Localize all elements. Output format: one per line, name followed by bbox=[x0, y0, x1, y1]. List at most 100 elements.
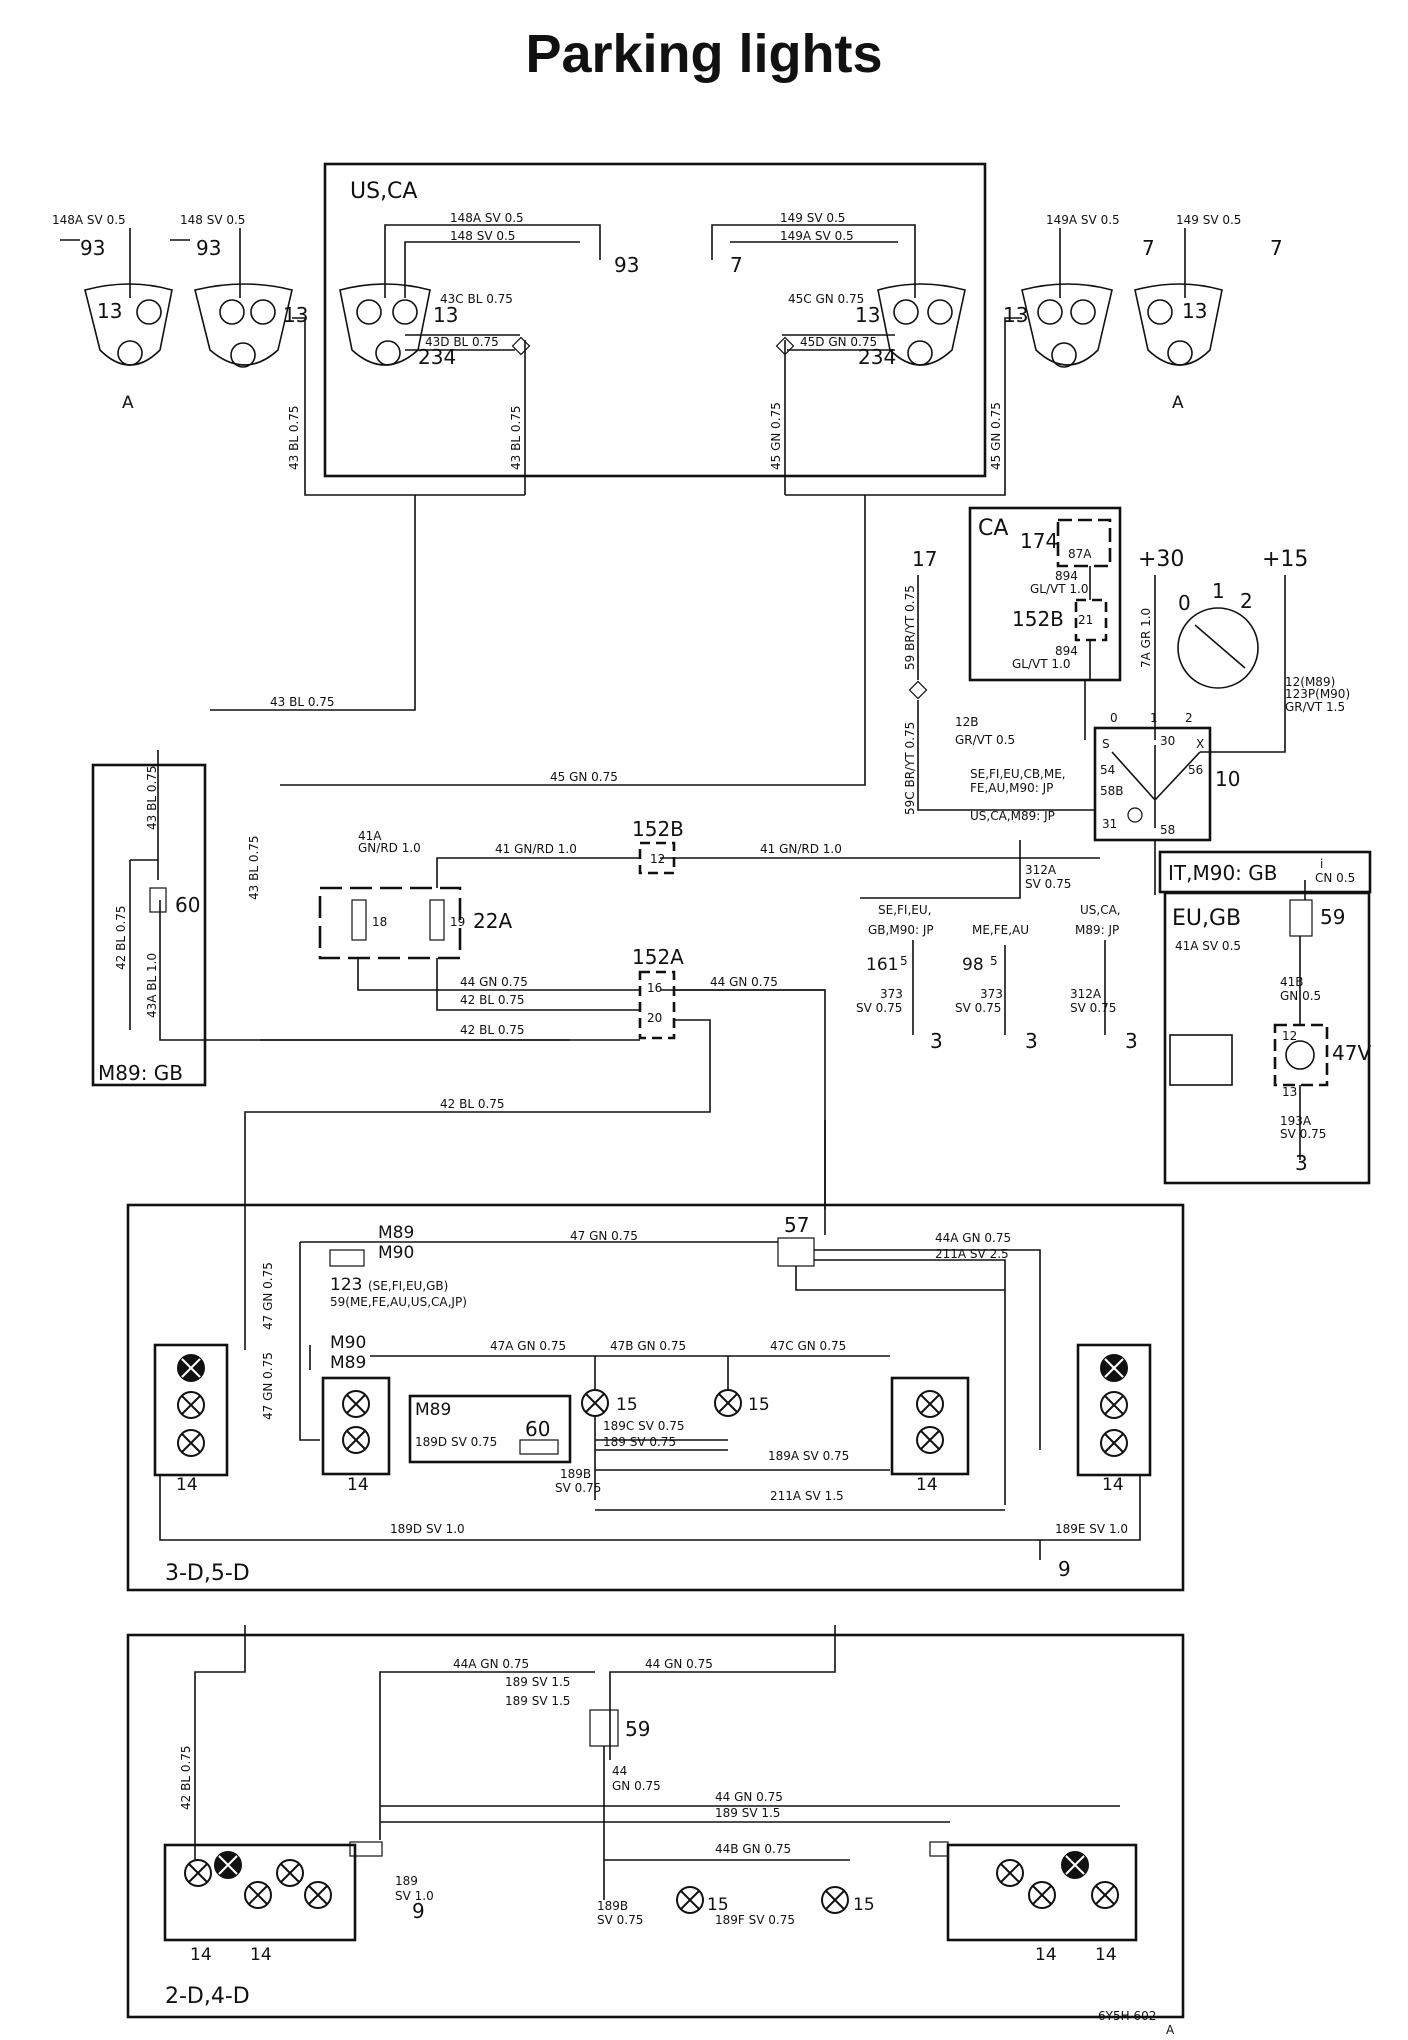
lamp-14: 14 bbox=[1035, 1945, 1057, 1965]
wire-label: 189 SV 1.5 bbox=[505, 1694, 570, 1708]
bulb-icon bbox=[927, 299, 953, 325]
m89-label-b: M89 bbox=[330, 1353, 366, 1373]
light-switch-10-label: 10 bbox=[1215, 767, 1240, 791]
lamp-15: 15 bbox=[748, 1395, 770, 1415]
wire-label: 41 GN/RD 1.0 bbox=[495, 842, 577, 856]
bulb-icon bbox=[1051, 342, 1077, 368]
center-connectors: 18 19 22A 41A GN/RD 1.0 41 GN/RD 1.0 41 … bbox=[244, 817, 1100, 1350]
region-note: SE,FI,EU, bbox=[878, 903, 931, 917]
wire-label: 189 SV 0.75 bbox=[603, 1435, 676, 1449]
wire-label-vertical: 59C BR/YT 0.75 bbox=[903, 722, 917, 815]
wire-label: 373 bbox=[880, 987, 903, 1001]
connector-189-right bbox=[929, 1841, 949, 1857]
connector-60 bbox=[519, 1439, 559, 1455]
m89-gb-box bbox=[91, 763, 207, 1087]
wire-label: 312A bbox=[1025, 863, 1057, 877]
ground-3: 3 bbox=[1295, 1151, 1308, 1175]
m89-box bbox=[408, 1394, 572, 1464]
ground-7: 7 bbox=[1270, 236, 1283, 260]
wire-label-vertical: 43 BL 0.75 bbox=[509, 405, 523, 470]
switch-t-54: 54 bbox=[1100, 763, 1115, 777]
wire bbox=[1059, 228, 1186, 298]
wire-label: 45D GN 0.75 bbox=[800, 335, 877, 349]
wire bbox=[299, 1120, 1041, 1505]
connector-152a-label: 152A bbox=[632, 945, 684, 969]
wire-label: 45 GN 0.75 bbox=[550, 770, 618, 784]
eu-gb-label: EU,GB bbox=[1172, 906, 1241, 931]
ground-3: 3 bbox=[930, 1029, 943, 1053]
bulb-icon bbox=[581, 1389, 609, 1417]
lamp-pin-13: 13 bbox=[855, 303, 880, 327]
connector-59-note: 59(ME,FE,AU,US,CA,JP) bbox=[330, 1295, 467, 1309]
lamp-pin-13: 13 bbox=[1003, 303, 1028, 327]
splice-node bbox=[908, 680, 928, 700]
switch-contact bbox=[1111, 745, 1201, 828]
bulb-icon bbox=[184, 1859, 212, 1887]
pin-21: 21 bbox=[1078, 613, 1093, 627]
connector-59-label: 59 bbox=[625, 1717, 650, 1741]
wire-label: 149A SV 0.5 bbox=[780, 229, 854, 243]
switch-pos-1: 1 bbox=[1150, 711, 1158, 725]
wire-label: 42 BL 0.75 bbox=[460, 993, 525, 1007]
wire bbox=[159, 1415, 1141, 1560]
connector-59-label: 59 bbox=[1320, 905, 1345, 929]
lamp-14: 14 bbox=[250, 1945, 272, 1965]
wire-label: 47A GN 0.75 bbox=[490, 1339, 566, 1353]
pin-13: 13 bbox=[1282, 1085, 1297, 1099]
switch-bulb-icon bbox=[1127, 807, 1143, 823]
pin-12: 12 bbox=[650, 852, 665, 866]
wire-label: 47 GN 0.75 bbox=[570, 1229, 638, 1243]
wire-label: SV 0.75 bbox=[955, 1001, 1001, 1015]
lamp-14: 14 bbox=[1102, 1475, 1124, 1495]
wire-label: 373 bbox=[980, 987, 1003, 1001]
wire-label: 211A SV 1.5 bbox=[770, 1489, 844, 1503]
lamp-layer bbox=[177, 1354, 1128, 1914]
switch-pos-2: 2 bbox=[1185, 711, 1193, 725]
region-note: ME,FE,AU bbox=[972, 923, 1029, 937]
connector-98: 98 bbox=[962, 955, 984, 975]
wire-label: GR/VT 0.5 bbox=[955, 733, 1015, 747]
bulb-icon bbox=[356, 299, 382, 325]
brake-bulb-icon bbox=[1061, 1851, 1089, 1879]
wire-label: 47B GN 0.75 bbox=[610, 1339, 686, 1353]
ca-label: CA bbox=[978, 516, 1008, 541]
wire-label: SV 0.75 bbox=[856, 1001, 902, 1015]
wire bbox=[260, 857, 1100, 1210]
brake-bulb-icon bbox=[177, 1354, 205, 1382]
figure-code: 6Y5H 602 bbox=[1098, 2009, 1156, 2023]
lamp-14: 14 bbox=[347, 1475, 369, 1495]
bulb-icon bbox=[244, 1881, 272, 1909]
wire-label: 189F SV 0.75 bbox=[715, 1913, 795, 1927]
bulb-icon bbox=[1091, 1881, 1119, 1909]
wire-label: 189E SV 1.0 bbox=[1055, 1522, 1128, 1536]
supply-plus15: +15 bbox=[1262, 547, 1308, 572]
connector-123-label: 123 bbox=[330, 1275, 362, 1295]
brake-bulb-icon bbox=[1100, 1354, 1128, 1382]
key-pos-2: 2 bbox=[1240, 589, 1253, 613]
wire bbox=[244, 989, 825, 1350]
lamp-pin-13: 13 bbox=[433, 303, 458, 327]
rear-2d4d-box bbox=[126, 1633, 1185, 2019]
bulb-icon bbox=[916, 1390, 944, 1418]
fog-lamp-47v bbox=[1273, 1023, 1329, 1087]
region-note: FE,AU,M90: JP bbox=[970, 781, 1053, 795]
ground-9: 9 bbox=[412, 1899, 425, 1923]
pin-20: 20 bbox=[647, 1011, 662, 1025]
wire-label: 312A bbox=[1070, 987, 1102, 1001]
connector-22a bbox=[318, 886, 462, 960]
rear-3d5d-region: 3-D,5-D M89 M90 123 (SE,FI,EU,GB) 59(ME,… bbox=[126, 1120, 1185, 1592]
ca-region-box bbox=[968, 506, 1122, 682]
bulb-icon bbox=[1147, 299, 1173, 325]
connector-59 bbox=[589, 1709, 619, 1747]
pin-16: 16 bbox=[647, 981, 662, 995]
lamp-housing-inner-right bbox=[877, 283, 966, 366]
wire bbox=[380, 1746, 1120, 1900]
lamp-pin-234: 234 bbox=[418, 345, 456, 369]
wire-label: 148A SV 0.5 bbox=[52, 213, 126, 227]
splice-node bbox=[775, 336, 795, 356]
light-switch-10 bbox=[1093, 726, 1212, 842]
pin-19: 19 bbox=[450, 915, 465, 929]
connector-59 bbox=[1289, 899, 1313, 937]
wire-label: 45C GN 0.75 bbox=[788, 292, 864, 306]
